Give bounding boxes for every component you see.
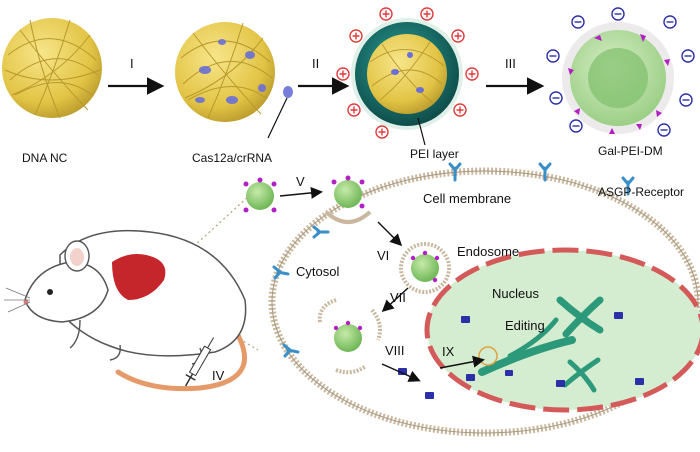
plus-circle-icon <box>347 103 361 117</box>
minus-circle-icon <box>681 49 695 63</box>
nanoparticle-free <box>243 177 277 213</box>
minus-circle-icon <box>549 91 563 105</box>
step-8-label: VIII <box>385 343 405 358</box>
cas12a-loaded-ball <box>175 22 293 122</box>
mouse-liver <box>112 254 166 300</box>
dna-nc-ball <box>2 18 102 119</box>
gal-pei-dm-ball <box>562 22 674 134</box>
pei-layer-ball <box>351 18 463 130</box>
plus-circle-icon <box>375 125 389 139</box>
step-6-label: VI <box>377 248 389 263</box>
minus-circle-icon <box>611 7 625 21</box>
arrow-step-6 <box>377 221 403 247</box>
minus-circle-icon <box>569 119 583 133</box>
label-gal-pei-dm: Gal-PEI-DM <box>598 144 663 158</box>
label-asgp-receptor: ASGP-Receptor <box>598 185 684 199</box>
cas12a-pointer-line <box>267 97 288 139</box>
positive-charges <box>336 7 479 139</box>
label-editing: Editing <box>505 318 545 333</box>
y-receptor-icon <box>282 343 300 358</box>
step-5-label: V <box>296 174 305 189</box>
step-4-label: IV <box>212 368 225 383</box>
gal-ligands <box>568 34 670 134</box>
plus-circle-icon <box>349 29 363 43</box>
y-receptor-icon <box>312 225 330 239</box>
label-nucleus: Nucleus <box>492 286 539 301</box>
plus-circle-icon <box>465 67 479 81</box>
step-1-label: I <box>130 56 134 71</box>
plus-circle-icon <box>420 7 434 21</box>
step-9-label: IX <box>442 344 455 359</box>
endosomal-escape <box>317 298 382 375</box>
arrow-step-5 <box>279 186 323 199</box>
plus-circle-icon <box>451 29 465 43</box>
minus-circle-icon <box>679 93 693 107</box>
minus-circle-icon <box>657 123 671 137</box>
label-pei-layer: PEI layer <box>410 147 459 161</box>
minus-circle-icon <box>571 15 585 29</box>
negative-charges <box>546 7 695 137</box>
pei-pointer-line <box>417 117 426 146</box>
arrow-step-8 <box>381 363 421 382</box>
nanoparticle-binding <box>324 175 372 224</box>
step-2-label: II <box>312 56 319 71</box>
arrow-step-9 <box>439 355 485 369</box>
plus-circle-icon <box>379 7 393 21</box>
label-dna-nc: DNA NC <box>22 151 68 165</box>
minus-circle-icon <box>663 15 677 29</box>
cas12a-proteins <box>398 312 644 399</box>
cell-membrane <box>268 167 700 437</box>
minus-circle-icon <box>546 49 560 63</box>
y-receptor-icon <box>448 162 462 182</box>
plus-circle-icon <box>453 103 467 117</box>
label-cell-membrane: Cell membrane <box>423 191 511 206</box>
step-3-label: III <box>505 56 516 71</box>
mouse-illustration <box>4 229 248 392</box>
arrow-step-7 <box>381 287 409 313</box>
endosome <box>399 242 451 294</box>
syringe-icon <box>184 337 214 387</box>
y-receptor-icon <box>272 265 290 280</box>
label-endosome: Endosome <box>457 244 519 259</box>
asgp-receptors <box>272 162 635 358</box>
mouse-tail <box>115 319 248 392</box>
y-receptor-icon <box>538 162 552 182</box>
label-cas12a: Cas12a/crRNA <box>192 151 272 165</box>
plus-circle-icon <box>336 67 350 81</box>
chromosomes <box>478 296 604 393</box>
label-cytosol: Cytosol <box>296 264 339 279</box>
y-receptor-icon <box>621 176 635 196</box>
step-7-label: VII <box>390 290 406 305</box>
zoom-lines <box>157 194 259 351</box>
